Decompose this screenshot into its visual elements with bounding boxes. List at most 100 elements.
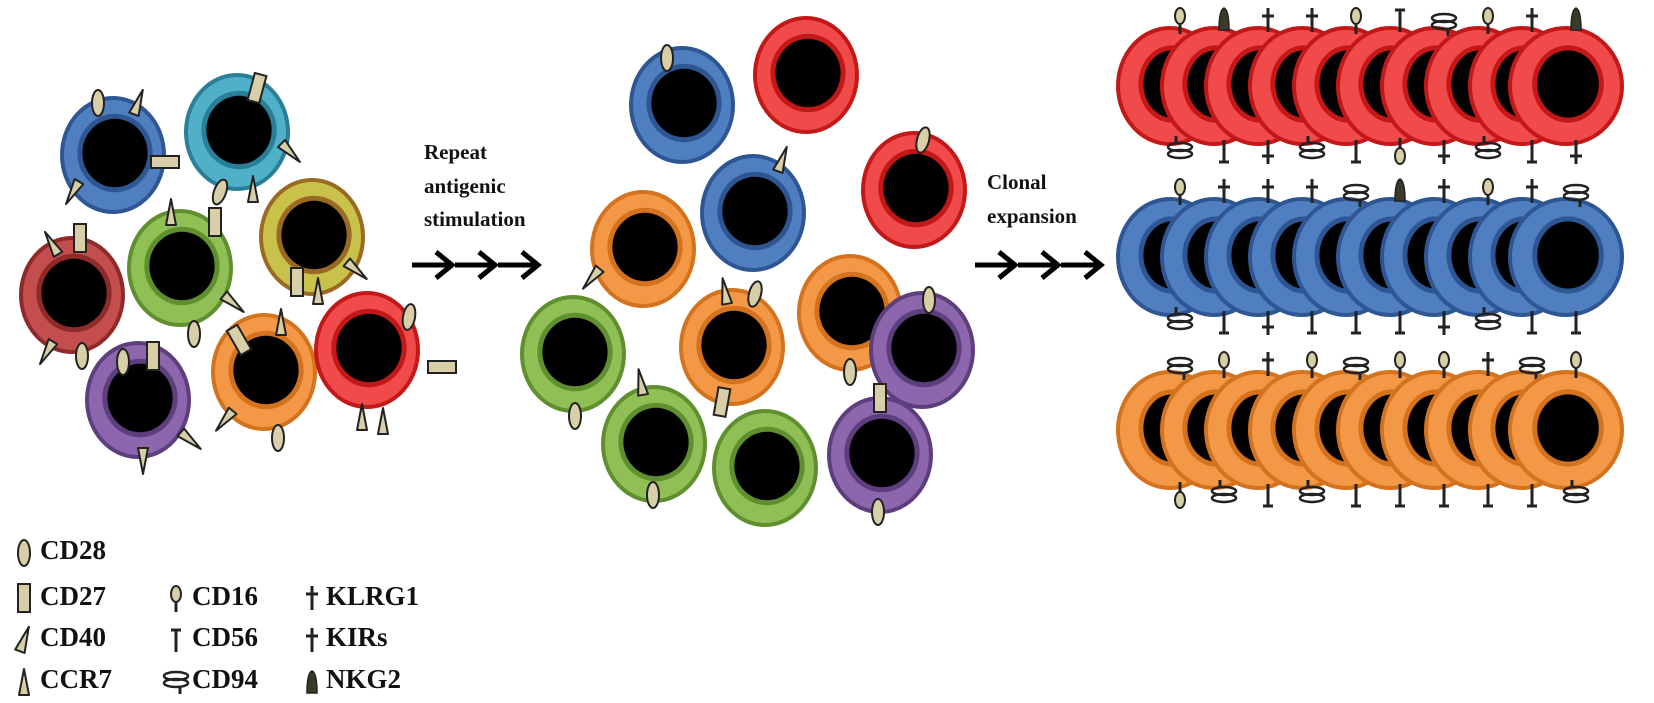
klrg1-receptor <box>1438 311 1450 335</box>
step2-label-line2: expansion <box>987 204 1077 228</box>
cd16-receptor <box>1174 482 1186 509</box>
clonal-expansion-rows <box>1116 7 1624 509</box>
klrg1-receptor <box>306 628 318 652</box>
nucleus <box>612 212 678 282</box>
head <box>1306 351 1318 369</box>
arrow-group-2 <box>975 250 1105 280</box>
body <box>1218 7 1230 31</box>
cd16-receptor <box>1482 7 1494 34</box>
cd94-receptor <box>1342 183 1370 207</box>
clone-row-red <box>1116 7 1624 165</box>
nucleus <box>849 418 915 488</box>
cd56-receptor <box>1219 140 1229 164</box>
ccr7-receptor <box>275 308 287 336</box>
ccr7-receptor <box>165 198 177 226</box>
nkg2-receptor <box>1394 178 1406 202</box>
cd28-receptor <box>116 348 130 376</box>
klrg1-receptor <box>1526 8 1538 32</box>
cell <box>520 295 626 430</box>
head <box>1570 351 1582 369</box>
nucleus <box>775 38 841 108</box>
cd28-receptor <box>660 44 674 72</box>
cd28-receptor <box>91 89 105 117</box>
head <box>1482 7 1494 25</box>
cd27-receptor <box>73 223 87 253</box>
cell <box>1508 7 1624 164</box>
legend-cd40: CD40 <box>40 622 106 652</box>
nkg2-receptor <box>306 670 318 694</box>
cd56-receptor <box>1219 311 1229 335</box>
nucleus <box>623 407 689 477</box>
head <box>1174 178 1186 196</box>
cd56-receptor <box>1307 311 1317 335</box>
cd94-receptor <box>1166 356 1194 380</box>
loop2 <box>1342 363 1370 375</box>
loop2 <box>1166 141 1194 153</box>
cd28-receptor <box>922 286 936 314</box>
nucleus <box>1537 50 1599 118</box>
legend-cd27: CD27 <box>40 581 106 611</box>
cd16-receptor <box>1306 351 1318 378</box>
cell <box>601 368 707 509</box>
loop2 <box>1430 19 1458 31</box>
cd28-receptor <box>747 280 763 308</box>
cd94-receptor <box>1430 12 1458 36</box>
cd28-receptor <box>17 539 31 567</box>
loop2 <box>162 677 190 689</box>
arrow-head <box>1083 250 1105 280</box>
cell <box>753 16 859 134</box>
step1-label-line1: Repeat <box>424 140 487 164</box>
klrg1-receptor <box>1262 311 1274 335</box>
step1-label-line3: stimulation <box>424 207 526 231</box>
cell <box>85 341 202 475</box>
cd16-receptor <box>1482 178 1494 205</box>
cd56-receptor <box>1351 311 1361 335</box>
nucleus <box>149 231 215 301</box>
cell <box>259 178 368 305</box>
cd27-receptor <box>712 386 732 418</box>
body <box>1394 178 1406 202</box>
head <box>1438 351 1450 369</box>
nucleus <box>206 95 272 165</box>
klrg1-receptor <box>306 586 318 610</box>
cd16-receptor <box>1174 178 1186 205</box>
legend-cd94: CD94 <box>192 664 258 694</box>
cell <box>712 409 818 527</box>
cd94-receptor <box>1166 307 1194 331</box>
cd28-receptor <box>271 424 285 452</box>
nucleus <box>542 317 608 387</box>
klrg1-receptor <box>1306 179 1318 203</box>
cd16-receptor <box>1218 351 1230 378</box>
cd28-receptor <box>843 358 857 386</box>
cd56-receptor <box>1571 311 1581 335</box>
ccr7-receptor <box>582 264 605 290</box>
nucleus <box>819 276 885 346</box>
cd94-receptor <box>1298 136 1326 160</box>
body <box>306 670 318 694</box>
ccr7-receptor <box>342 257 368 280</box>
cd27-receptor <box>146 341 160 371</box>
arrow-head <box>520 250 542 280</box>
cd28-receptor <box>187 320 201 348</box>
legend-cd16: CD16 <box>192 581 258 611</box>
klrg1-receptor <box>1262 140 1274 164</box>
nucleus <box>701 310 767 380</box>
cd40-legend-icon <box>14 625 30 654</box>
cell <box>679 277 785 418</box>
legend-ccr7: CCR7 <box>40 664 112 694</box>
loop2 <box>1518 363 1546 375</box>
head <box>1218 351 1230 369</box>
cd56-receptor <box>1263 484 1273 508</box>
klrg1-receptor <box>1306 8 1318 32</box>
cd28-receptor <box>646 481 660 509</box>
nucleus <box>1537 394 1599 462</box>
ccr7-receptor <box>44 230 64 258</box>
cd27-receptor <box>17 583 31 613</box>
nucleus <box>722 176 788 246</box>
cd94-receptor <box>1474 136 1502 160</box>
ccr7-receptor <box>772 145 788 174</box>
cell <box>827 383 933 526</box>
step1-label-line2: antigenic <box>424 174 506 198</box>
klrg1-receptor <box>1262 8 1274 32</box>
